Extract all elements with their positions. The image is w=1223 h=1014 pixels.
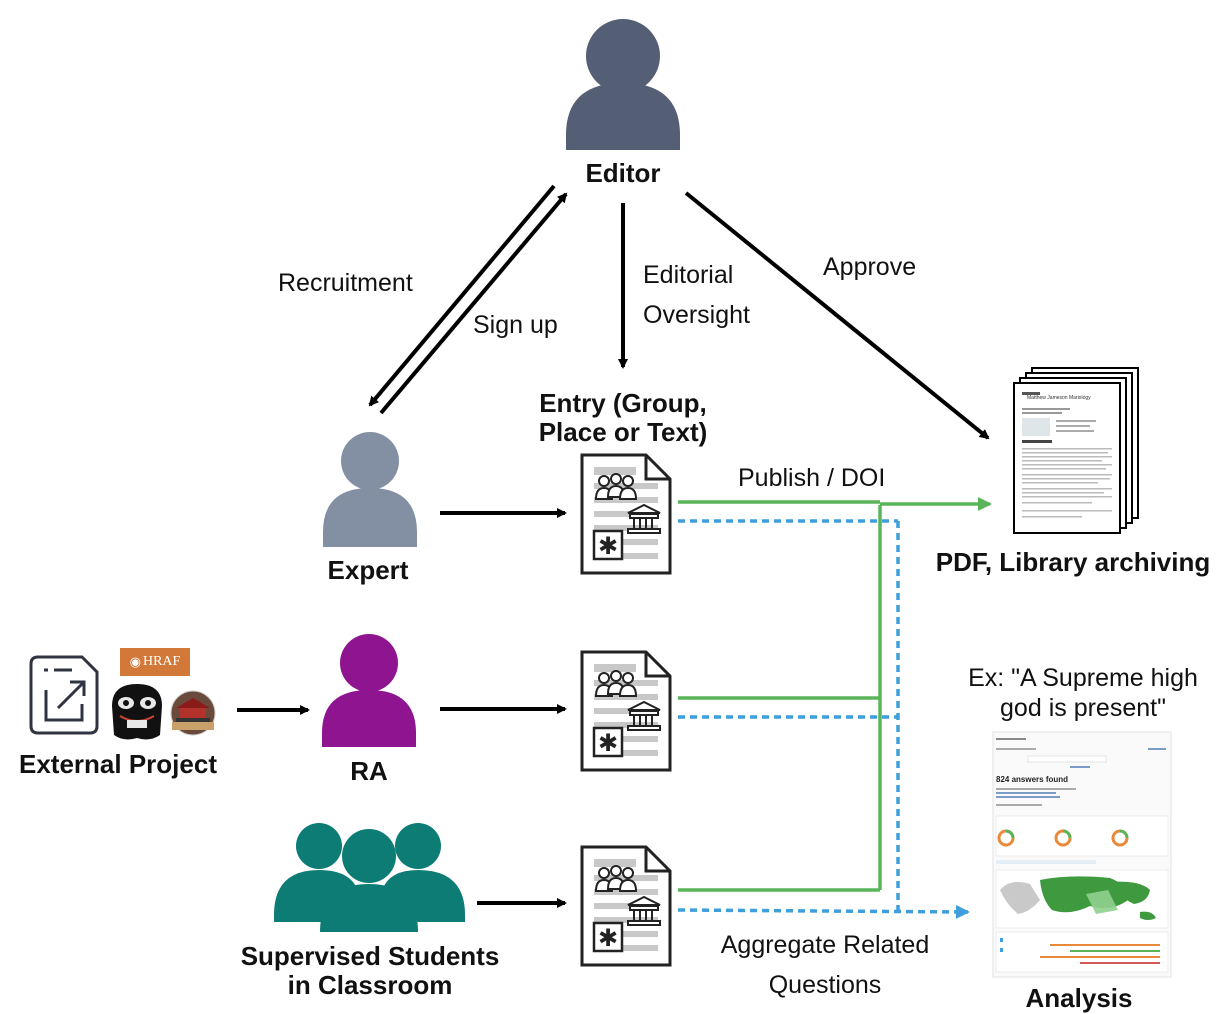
hraf-logo-text: HRAF xyxy=(142,654,181,669)
students-label-line1: Supervised Students xyxy=(240,941,500,971)
analysis-label: Analysis xyxy=(1025,983,1133,1013)
approve-arrow xyxy=(684,191,990,440)
pdf-thumbnail-title: Matthew Jameson Mariology xyxy=(1027,395,1091,401)
oversight-label-line2: Oversight xyxy=(643,301,750,329)
ra-person-icon xyxy=(322,634,416,747)
expert-person-icon xyxy=(323,432,417,547)
external-project-label: External Project xyxy=(19,749,217,779)
aggregate-label-line1: Aggregate Related xyxy=(720,931,930,959)
pdf-archiving-label: PDF, Library archiving xyxy=(935,547,1211,577)
publish-flow-lines xyxy=(678,500,882,892)
oversight-label-line1: Editorial xyxy=(643,261,734,289)
signup-arrow xyxy=(379,192,568,415)
entry-document-icon-expert xyxy=(580,453,672,575)
pdf-document-stack xyxy=(1013,367,1139,534)
hraf-globe-icon: ◉ xyxy=(129,654,141,669)
expert-label: Expert xyxy=(327,555,409,585)
hraf-logo: ◉ HRAF xyxy=(120,648,190,676)
analysis-screenshot xyxy=(992,731,1172,978)
approve-label: Approve xyxy=(823,253,917,281)
editor-label: Editor xyxy=(585,158,661,188)
entry-document-icon-students xyxy=(580,845,672,967)
ra-label: RA xyxy=(350,756,388,786)
aggregate-label: Aggregate Related Questions xyxy=(690,925,960,1005)
analysis-answers-count: 824 answers found xyxy=(996,775,1069,784)
recruitment-arrow xyxy=(368,184,556,407)
editor-person-icon xyxy=(566,19,680,150)
example-caption-line1: Ex: "A Supreme high xyxy=(968,664,1198,692)
entry-document-icon-ra xyxy=(580,650,672,772)
aggregate-arrow xyxy=(677,904,970,919)
aggregate-flow-lines xyxy=(678,519,900,910)
temple-photo-icon xyxy=(170,690,216,736)
entry-label-line1: Entry (Group, xyxy=(539,388,707,418)
publish-label: Publish / DOI xyxy=(738,464,886,492)
example-caption-line2: god is present" xyxy=(1000,694,1166,722)
entry-label: Entry (Group, Place or Text) xyxy=(508,389,738,447)
external-link-icon xyxy=(29,655,99,735)
students-label: Supervised Students in Classroom xyxy=(200,942,540,1000)
entry-label-line2: Place or Text) xyxy=(538,417,708,447)
students-label-line2: in Classroom xyxy=(287,970,453,1000)
students-group-icon xyxy=(274,823,465,932)
oversight-label: Editorial Oversight xyxy=(643,255,750,335)
recruitment-label: Recruitment xyxy=(278,269,413,297)
example-caption: Ex: "A Supreme high god is present" xyxy=(940,663,1223,723)
signup-label: Sign up xyxy=(473,311,558,339)
aggregate-label-line2: Questions xyxy=(768,971,882,999)
mask-image-icon xyxy=(112,684,162,740)
